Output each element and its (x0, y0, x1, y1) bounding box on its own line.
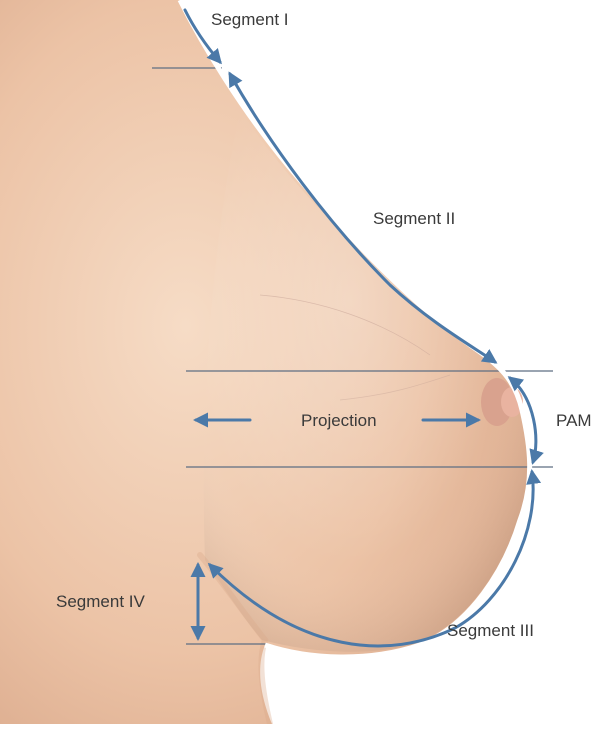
pam-label: PAM (556, 412, 592, 429)
breast-shading (204, 110, 528, 652)
segment-2-label: Segment II (373, 210, 455, 227)
segment-1-label: Segment I (211, 11, 289, 28)
projection-label: Projection (301, 412, 377, 429)
segment-4-label: Segment IV (56, 593, 145, 610)
segment-3-label: Segment III (447, 622, 534, 639)
